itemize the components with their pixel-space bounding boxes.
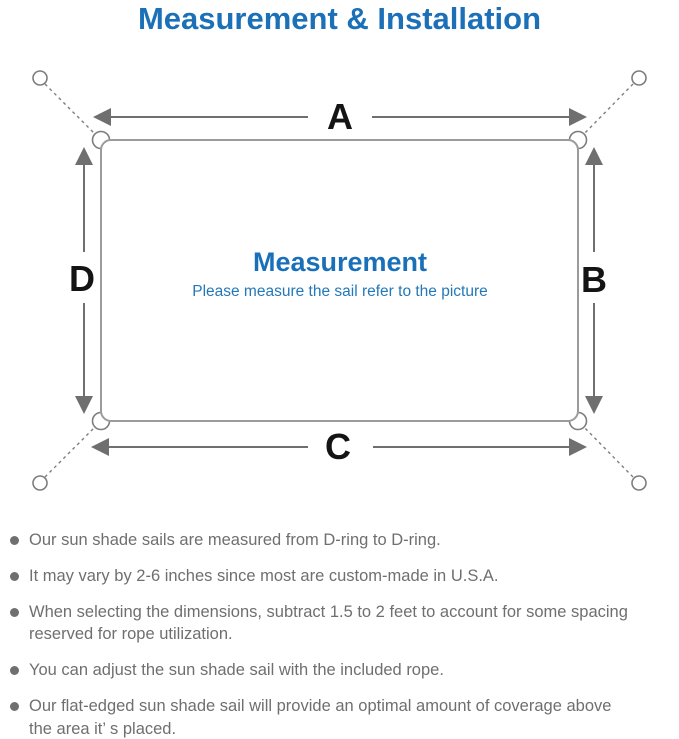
dimension-label-c: C	[325, 426, 351, 467]
bullet-icon	[10, 536, 19, 545]
bullet-icon	[10, 571, 19, 581]
list-item: Our flat-edged sun shade sail will provi…	[10, 695, 672, 739]
bullet-icon	[10, 666, 19, 676]
diagram-center-subtitle: Please measure the sail refer to the pic…	[192, 283, 488, 300]
note-text: You can adjust the sun shade sail with t…	[29, 661, 444, 680]
measurement-notes-list: Our sun shade sails are measured from D-…	[10, 529, 672, 739]
sail-measurement-diagram: A B C D Measurement Please measure the s…	[32, 70, 647, 491]
tie-line-top-right	[579, 83, 634, 139]
list-item: It may vary by 2-6 inches since most are…	[10, 565, 672, 588]
dimension-label-d: D	[69, 258, 95, 299]
tie-line-bottom-right	[579, 422, 634, 478]
list-item: Our sun shade sails are measured from D-…	[10, 529, 672, 552]
tie-line-top-left	[44, 83, 100, 139]
bullet-icon	[10, 607, 19, 617]
list-item: You can adjust the sun shade sail with t…	[10, 659, 672, 682]
note-text: Our flat-edged sun shade sail will provi…	[29, 696, 612, 738]
note-text: Our sun shade sails are measured from D-…	[29, 531, 441, 549]
tie-line-bottom-left	[44, 422, 100, 478]
bullet-icon	[10, 701, 19, 711]
sail-rectangle	[100, 139, 579, 422]
note-text: When selecting the dimensions, subtract …	[29, 602, 628, 644]
diagram-center-title: Measurement	[253, 247, 427, 277]
anchor-ring-bottom-left	[32, 475, 48, 491]
dimension-arrows	[75, 108, 603, 456]
list-item: When selecting the dimensions, subtract …	[10, 601, 672, 647]
anchor-ring-top-left	[32, 70, 48, 86]
anchor-rings	[32, 70, 647, 491]
anchor-ring-bottom-right	[631, 475, 647, 491]
dimension-label-a: A	[327, 96, 353, 137]
note-text: It may vary by 2-6 inches since most are…	[29, 566, 499, 585]
dimension-label-b: B	[581, 259, 607, 300]
anchor-ring-top-right	[631, 70, 647, 86]
page-title: Measurement & Installation	[137, 1, 542, 36]
